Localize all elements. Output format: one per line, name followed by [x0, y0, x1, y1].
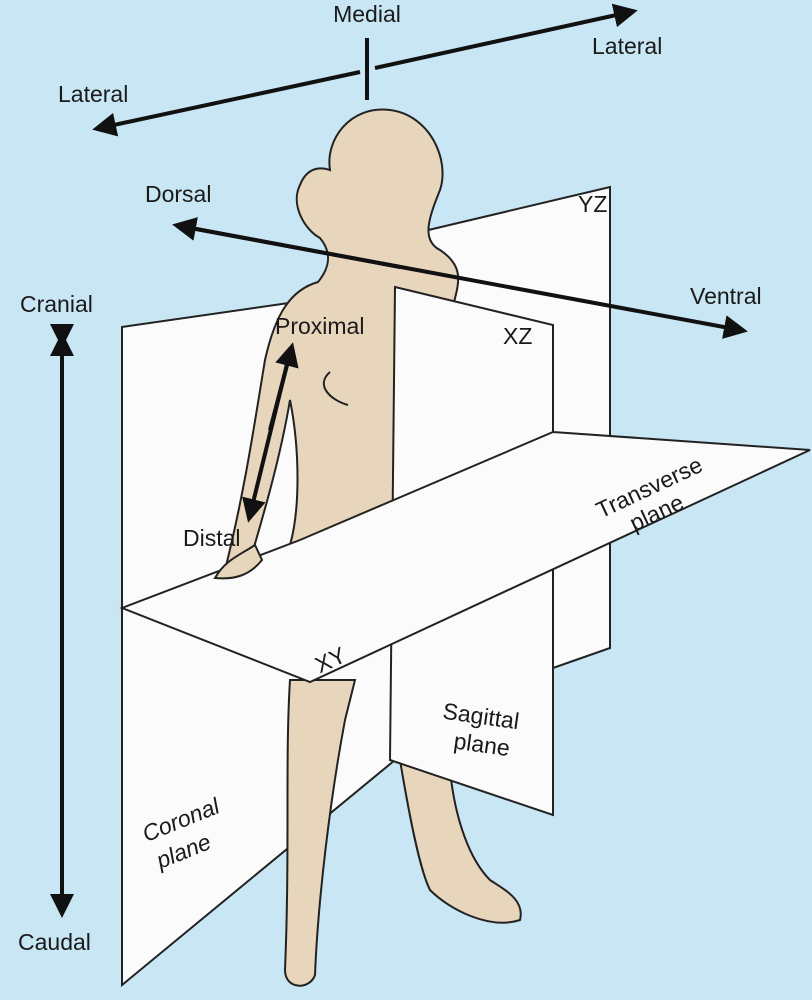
- lateral-left-arrow: [92, 70, 361, 137]
- dorsal-arrowhead: [172, 217, 401, 269]
- caudal-label: Caudal: [18, 929, 91, 955]
- transverse-plane: [119, 430, 811, 684]
- lateral-left-label: Lateral: [58, 81, 128, 107]
- medial-label: Medial: [333, 1, 401, 27]
- yz-label: YZ: [578, 191, 607, 217]
- proximal-arrowhead: [268, 342, 299, 431]
- distal-label: Distal: [183, 525, 241, 551]
- lateral-right-arrow: [374, 3, 638, 70]
- xz-label: XZ: [503, 323, 532, 349]
- cranial-label: Cranial: [20, 291, 93, 317]
- ventral-label: Ventral: [690, 283, 762, 309]
- dorsal-label: Dorsal: [145, 181, 211, 207]
- lateral-right-label: Lateral: [592, 33, 662, 59]
- proximal-label: Proximal: [275, 313, 364, 339]
